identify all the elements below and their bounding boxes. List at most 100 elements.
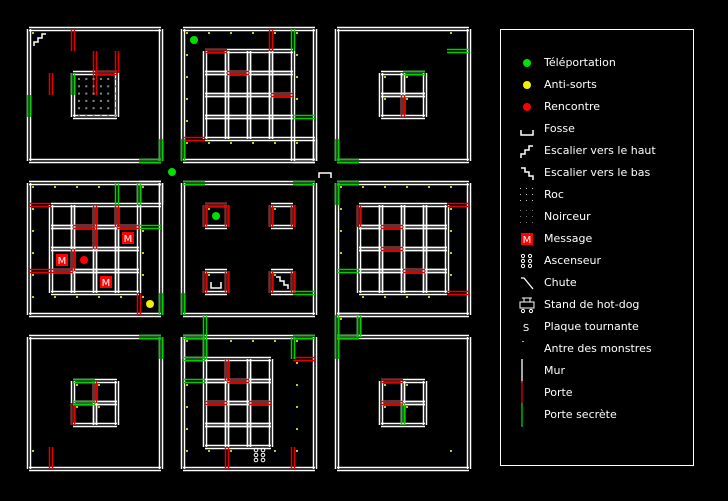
rock-icon	[99, 107, 102, 110]
rock-icon	[85, 78, 88, 80]
legend-item: Escalier vers le bas	[501, 165, 691, 181]
door-icon	[521, 381, 537, 405]
monster-lair-icon	[450, 186, 452, 188]
monster-lair-icon	[384, 384, 386, 386]
monster-lair-icon	[406, 384, 408, 386]
monster-lair-icon	[76, 406, 78, 408]
monster-lair-icon	[208, 274, 210, 276]
monster-lair-icon	[384, 186, 386, 188]
legend-label: Porte	[544, 386, 573, 399]
monster-lair-icon	[120, 296, 122, 298]
rock-icon	[92, 107, 95, 110]
legend-item: Stand de hot-dog	[501, 297, 691, 314]
legend-item: Escalier vers le haut	[501, 143, 691, 159]
monster-lair-icon	[32, 230, 34, 232]
monster-lair-icon	[142, 296, 144, 298]
legend-item: Chute	[501, 275, 691, 291]
monster-lair-icon	[296, 54, 298, 56]
legend-label: Roc	[544, 188, 564, 201]
monster-lair-icon	[76, 186, 78, 188]
rock-icon	[92, 99, 95, 102]
anti-magic-icon	[146, 300, 154, 308]
monster-lair-icon	[32, 296, 34, 298]
rock-icon	[85, 99, 88, 102]
monster-lair-icon	[406, 406, 408, 408]
elevator-icon	[260, 447, 266, 453]
rock-icon	[78, 78, 80, 80]
darkness-icon	[519, 209, 535, 225]
monster-lair-icon	[230, 142, 232, 144]
monster-lair-icon	[252, 340, 254, 342]
monster-lair-icon	[340, 208, 342, 210]
monster-lair-icon	[32, 208, 34, 210]
elevator-icon	[253, 447, 259, 453]
monster-lair-icon	[186, 450, 188, 452]
rock-icon	[92, 78, 95, 80]
monster-lair-icon	[274, 450, 276, 452]
legend-item: Roc	[501, 187, 691, 203]
rock-icon	[99, 92, 102, 95]
monster-lair-icon	[54, 296, 56, 298]
rock-icon	[107, 107, 110, 110]
monster-lair-icon	[142, 252, 144, 254]
rock-icon	[114, 107, 117, 110]
monster-lair-icon	[186, 428, 188, 430]
monster-lair-icon	[208, 142, 210, 144]
legend-item: Anti-sorts	[501, 77, 691, 93]
rock-icon	[99, 78, 102, 80]
legend-label: Rencontre	[544, 100, 600, 113]
monster-lair-icon	[450, 230, 452, 232]
legend-label: Escalier vers le haut	[544, 144, 656, 157]
monster-lair-icon	[296, 142, 298, 144]
rock-icon	[85, 92, 88, 95]
monster-lair-icon	[450, 32, 452, 34]
legend-label: Mur	[544, 364, 565, 377]
rock-icon	[99, 99, 102, 102]
monster-lair-icon	[252, 32, 254, 34]
rock-icon	[92, 114, 95, 117]
encounter-icon	[519, 99, 535, 115]
teleport-icon	[519, 55, 535, 71]
rock-icon	[107, 85, 110, 88]
monster-lair-icon	[450, 274, 452, 276]
rock-icon	[107, 78, 110, 80]
monster-lair-icon	[362, 186, 364, 188]
rock-icon	[114, 85, 117, 88]
encounter-icon	[80, 256, 88, 264]
wall-icon	[521, 359, 537, 383]
stairs-up-icon	[33, 33, 46, 46]
rock-icon	[92, 85, 95, 88]
monster-lair-icon	[428, 296, 430, 298]
monster-lair-icon	[252, 142, 254, 144]
rock-icon	[78, 107, 80, 110]
monster-lair-icon	[340, 252, 342, 254]
elevator-icon	[260, 452, 266, 458]
monster-lair-icon	[142, 230, 144, 232]
legend-label: Fosse	[544, 122, 575, 135]
monster-lair-icon	[296, 384, 298, 386]
legend-label: Chute	[544, 276, 577, 289]
monster-lair-icon	[384, 406, 386, 408]
monster-lair-icon	[296, 76, 298, 78]
monster-lair-icon	[428, 186, 430, 188]
pit-icon	[318, 172, 332, 178]
rock-icon	[99, 85, 102, 88]
message-icon: M	[122, 232, 134, 245]
legend-item: Porte	[501, 381, 691, 405]
monster-lair-icon	[186, 340, 188, 342]
monster-lair-icon	[362, 296, 364, 298]
monster-lair-icon	[54, 186, 56, 188]
message-background	[122, 232, 134, 244]
monster-lair-icon	[519, 341, 535, 357]
monster-lair-icon	[142, 274, 144, 276]
stairs-up-icon	[519, 143, 535, 159]
legend-label: Stand de hot-dog	[544, 298, 640, 311]
pit-icon	[210, 282, 222, 289]
teleport-icon	[190, 36, 198, 44]
monster-lair-icon	[208, 208, 210, 210]
rock-icon	[107, 114, 110, 117]
monster-lair-icon	[406, 296, 408, 298]
monster-lair-icon	[98, 186, 100, 188]
message-icon: M	[56, 254, 68, 267]
